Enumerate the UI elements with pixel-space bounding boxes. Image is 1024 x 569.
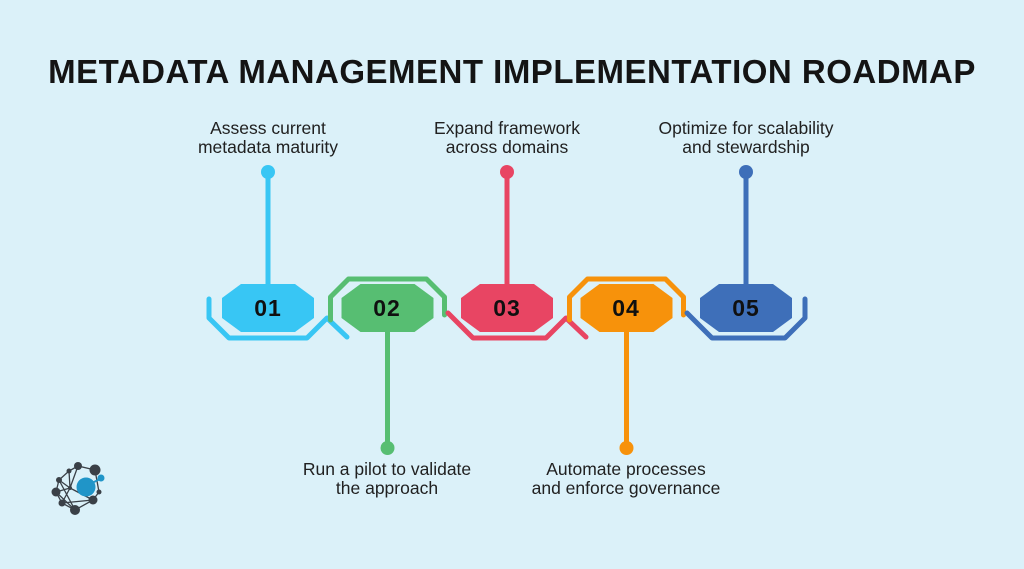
step-3-dot — [500, 165, 514, 179]
step-3-label-line-2: across domains — [445, 137, 569, 157]
step-1-octagon — [222, 284, 314, 332]
step-2-bracket — [328, 276, 447, 323]
step-5-octagon — [700, 284, 792, 332]
step-3-octagon — [461, 284, 553, 332]
step-2-label: Run a pilot to validate the approach — [247, 460, 527, 498]
step-4-label-line-2: and enforce governance — [531, 478, 721, 498]
logo-nodes — [51, 462, 102, 515]
step-5-bracket — [684, 296, 808, 341]
step-4-label: Automate processes and enforce governanc… — [486, 460, 766, 498]
step-3-number: 03 — [493, 295, 521, 321]
step-1-label-line-2: metadata maturity — [197, 137, 339, 157]
step-5-label-line-2: and stewardship — [682, 137, 810, 157]
step-1-dot — [261, 165, 275, 179]
step-4-number: 04 — [612, 295, 640, 321]
step-5-dot — [739, 165, 753, 179]
page-title: METADATA MANAGEMENT IMPLEMENTATION ROADM… — [48, 53, 976, 90]
step-3-label-line-1: Expand framework — [434, 118, 580, 138]
step-1-label-line-1: Assess current — [210, 118, 326, 138]
network-sphere-icon — [51, 462, 105, 515]
step-4-octagon — [580, 284, 673, 332]
step-5-number: 05 — [732, 295, 760, 321]
step-4-label-line-1: Automate processes — [546, 459, 706, 479]
logo-accent-nodes — [76, 474, 105, 497]
step-2-dot — [380, 441, 395, 455]
step-1-number: 01 — [254, 295, 282, 321]
step-4-dot — [619, 441, 634, 455]
step-3-bracket — [445, 310, 589, 341]
step-1-label: Assess current metadata maturity — [128, 119, 408, 157]
step-4-bracket — [567, 276, 686, 323]
step-2-number: 02 — [373, 295, 401, 321]
step-2-label-line-1: Run a pilot to validate — [302, 459, 472, 479]
step-5-label: Optimize for scalability and stewardship — [606, 119, 886, 157]
step-2-octagon — [341, 284, 434, 332]
step-5-label-line-1: Optimize for scalability — [658, 118, 834, 138]
step-2-label-line-2: the approach — [335, 478, 439, 498]
step-3-label: Expand framework across domains — [367, 119, 647, 157]
